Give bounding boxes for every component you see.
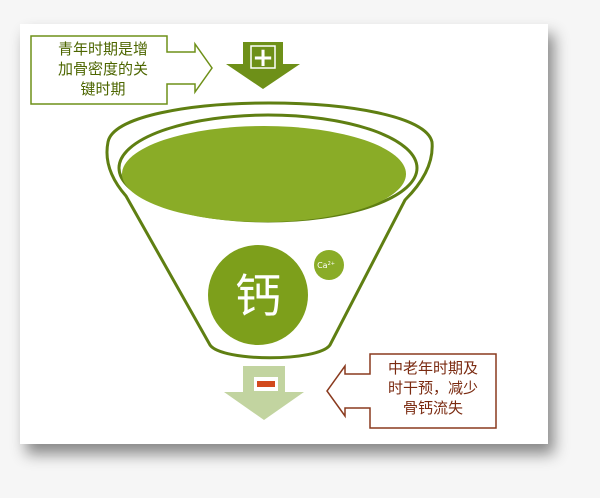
right-callout-line: 中老年时期及 bbox=[387, 359, 478, 377]
ca-ion-label: Ca2+ bbox=[317, 261, 335, 270]
ca-ion-badge bbox=[314, 250, 344, 280]
left-callout-text: 青年时期是增 加骨密度的关 键时期 bbox=[35, 39, 171, 99]
right-callout bbox=[326, 353, 497, 429]
funnel-liquid bbox=[122, 126, 406, 222]
calcium-circle bbox=[208, 245, 308, 345]
left-callout-line: 青年时期是增 bbox=[57, 40, 148, 58]
calcium-label: 钙 bbox=[235, 269, 281, 323]
left-callout bbox=[30, 35, 213, 105]
right-callout-text: 中老年时期及 时干预，减少 骨钙流失 bbox=[372, 358, 494, 418]
left-callout-line: 加骨密度的关 bbox=[57, 60, 148, 78]
reduce-arrow bbox=[224, 366, 304, 420]
right-callout-line: 时干预，减少 bbox=[387, 379, 478, 397]
plus-symbol: + bbox=[252, 43, 274, 73]
add-arrow bbox=[226, 42, 300, 89]
right-callout-line: 骨钙流失 bbox=[402, 399, 463, 417]
left-callout-line: 键时期 bbox=[80, 80, 126, 98]
